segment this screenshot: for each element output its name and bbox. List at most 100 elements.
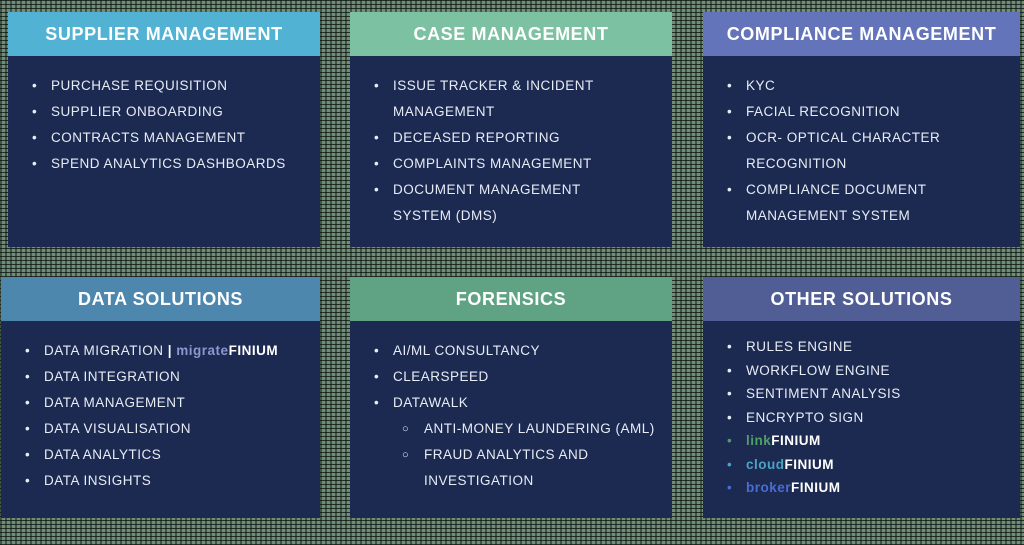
bullet-icon: •: [25, 447, 31, 462]
item-text-segment: DECEASED REPORTING: [393, 130, 561, 145]
card-forensics: FORENSICS • AI/ML CONSULTANCY •CLEARSPEED • D…: [350, 277, 672, 518]
item-text-segment: FINIUM: [791, 480, 841, 495]
item-text-segment: DATA MIGRATION: [44, 343, 168, 358]
item-text-segment: ANTI-MONEY LAUNDERING (AML): [424, 421, 655, 436]
bullet-icon: •: [374, 156, 380, 171]
bullet-icon: •: [727, 182, 733, 197]
item-text: DATA ANALYTICS: [44, 442, 161, 468]
item-text: PURCHASE REQUISITION: [51, 73, 228, 99]
item-text: OCR- OPTICAL CHARACTER RECOGNITION: [746, 125, 940, 177]
list-item: • RULES ENGINE: [727, 335, 1012, 359]
list-item: •DOCUMENT MANAGEMENT SYSTEM (DMS): [374, 177, 664, 229]
item-text-segment: FINIUM: [771, 433, 821, 448]
bullet-icon: •: [32, 130, 38, 145]
card-supplier-management: SUPPLIER MANAGEMENT•PURCHASE REQUISITION…: [8, 12, 320, 247]
bullet-icon: •: [32, 156, 38, 171]
item-text-segment: DATAWALK: [393, 395, 469, 410]
list-item: • COMPLAINTS MANAGEMENT: [374, 151, 664, 177]
item-text-segment: COMPLAINTS MANAGEMENT: [393, 156, 592, 171]
item-text: WORKFLOW ENGINE: [746, 359, 890, 383]
item-text: ANTI-MONEY LAUNDERING (AML): [424, 416, 655, 442]
item-text: ENCRYPTO SIGN: [746, 406, 864, 430]
card-compliance-management: COMPLIANCE MANAGEMENT•KYC•FACIAL RECOGNI…: [703, 12, 1020, 247]
item-text: CLEARSPEED: [393, 364, 489, 390]
bullet-icon: •: [374, 343, 380, 358]
card-list: • ISSUE TRACKER & INCIDENT MANAGEMENT • DEC…: [350, 56, 672, 229]
item-text: SPEND ANALYTICS DASHBOARDS: [51, 151, 286, 177]
card-case-management: CASE MANAGEMENT • ISSUE TRACKER & INCIDENT…: [350, 12, 672, 247]
item-text: COMPLAINTS MANAGEMENT: [393, 151, 592, 177]
card-header-case-management: CASE MANAGEMENT: [350, 12, 672, 56]
bullet-icon: •: [32, 104, 38, 119]
item-text-segment: DATA MANAGEMENT: [44, 395, 186, 410]
item-text: DATA VISUALISATION: [44, 416, 191, 442]
item-text: DATA MIGRATION | migrateFINIUM: [44, 338, 278, 364]
item-text-segment: ENCRYPTO SIGN: [746, 409, 864, 425]
item-text: DATAWALK: [393, 390, 468, 416]
sub-bullet-icon: ○: [402, 423, 410, 435]
card-header-compliance-management: COMPLIANCE MANAGEMENT: [703, 12, 1020, 56]
item-text-segment: cloud: [746, 456, 785, 472]
list-item: •ENCRYPTO SIGN: [727, 406, 1012, 430]
item-text-segment: KYC: [746, 78, 776, 93]
sub-bullet-icon: ○: [402, 449, 410, 461]
list-item: • linkFINIUM: [727, 429, 1012, 453]
item-text: DOCUMENT MANAGEMENT SYSTEM (DMS): [393, 177, 581, 229]
list-item: •PURCHASE REQUISITION: [32, 73, 312, 99]
item-text-segment: ISSUE TRACKER & INCIDENT MANAGEMENT: [393, 78, 594, 119]
item-text-segment: migrate: [176, 343, 229, 358]
list-item: • OCR- OPTICAL CHARACTER RECOGNITION: [727, 125, 1012, 177]
bullet-icon: •: [727, 339, 733, 354]
card-header-other-solutions: OTHER SOLUTIONS: [703, 277, 1020, 321]
item-text: RULES ENGINE: [746, 335, 853, 359]
bullet-icon: •: [374, 130, 380, 145]
list-item: ○ FRAUD ANALYTICS AND INVESTIGATION: [374, 442, 664, 494]
list-item: •DATA MIGRATION | migrateFINIUM: [25, 338, 312, 364]
item-text: DECEASED REPORTING: [393, 125, 560, 151]
bullet-icon: •: [374, 395, 380, 410]
item-text-segment: AI/ML CONSULTANCY: [393, 343, 541, 358]
item-text: FACIAL RECOGNITION: [746, 99, 900, 125]
card-data-solutions: DATA SOLUTIONS•DATA MIGRATION | migrateF…: [1, 277, 320, 518]
bullet-icon: •: [374, 78, 380, 93]
list-item: •cloudFINIUM: [727, 453, 1012, 477]
bullet-icon: •: [727, 386, 733, 401]
item-text-segment: WORKFLOW ENGINE: [746, 362, 891, 378]
item-text-segment: DOCUMENT MANAGEMENT SYSTEM (DMS): [393, 182, 581, 223]
card-title: CASE MANAGEMENT: [413, 23, 609, 44]
list-item: • DECEASED REPORTING: [374, 125, 664, 151]
card-other-solutions: OTHER SOLUTIONS • RULES ENGINE • WORKFLOW EN…: [703, 277, 1020, 518]
list-item: •SUPPLIER ONBOARDING: [32, 99, 312, 125]
item-text-segment: FINIUM: [228, 343, 279, 358]
list-item: •DATA INSIGHTS: [25, 468, 312, 494]
item-text: DATA MANAGEMENT: [44, 390, 185, 416]
bullet-icon: •: [727, 130, 733, 145]
card-title: DATA SOLUTIONS: [77, 288, 244, 309]
bullet-icon: •: [25, 369, 31, 384]
list-item: •DATA MANAGEMENT: [25, 390, 312, 416]
bullet-icon: •: [727, 433, 733, 448]
card-title: SUPPLIER MANAGEMENT: [45, 23, 283, 44]
item-text: ISSUE TRACKER & INCIDENT MANAGEMENT: [393, 73, 594, 125]
item-text-segment: RULES ENGINE: [746, 339, 853, 354]
item-text: AI/ML CONSULTANCY: [393, 338, 540, 364]
bullet-icon: •: [727, 362, 733, 378]
card-list: •KYC • FACIAL RECOGNITION • OCR- OPTICAL CHA…: [703, 56, 1020, 229]
item-text: SENTIMENT ANALYSIS: [746, 382, 901, 406]
card-title: FORENSICS: [455, 288, 567, 309]
item-text-segment: FINIUM: [784, 456, 834, 472]
item-text: CONTRACTS MANAGEMENT: [51, 125, 246, 151]
bullet-icon: •: [727, 480, 733, 495]
item-text: DATA INTEGRATION: [44, 364, 180, 390]
card-list: • AI/ML CONSULTANCY •CLEARSPEED • DATAWALK ○ A…: [350, 321, 672, 494]
list-item: • AI/ML CONSULTANCY: [374, 338, 664, 364]
item-text-segment: SPEND ANALYTICS DASHBOARDS: [51, 156, 286, 171]
list-item: •KYC: [727, 73, 1012, 99]
item-text-segment: link: [746, 433, 772, 448]
item-text: FRAUD ANALYTICS AND INVESTIGATION: [424, 442, 589, 494]
bullet-icon: •: [25, 473, 31, 488]
card-header-supplier-management: SUPPLIER MANAGEMENT: [8, 12, 320, 56]
card-list: •DATA MIGRATION | migrateFINIUM•DATA INT…: [1, 321, 320, 494]
list-item: •CLEARSPEED: [374, 364, 664, 390]
list-item: • DATAWALK: [374, 390, 664, 416]
